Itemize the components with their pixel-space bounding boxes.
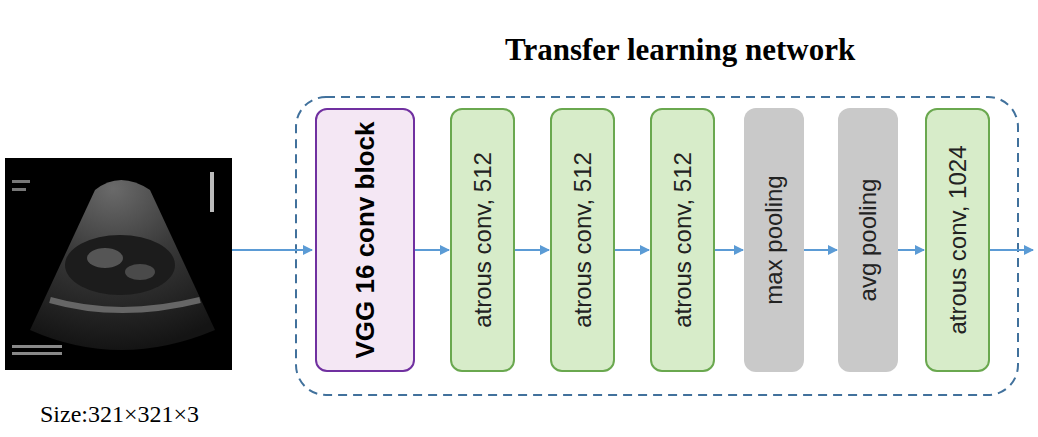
size-label: Size:321×321×3	[40, 401, 199, 428]
flow-arrow	[615, 249, 649, 251]
atrous-conv-layer: atrous conv, 512	[450, 108, 515, 372]
ultrasound-image	[5, 158, 232, 370]
pooling-layer: max pooling	[744, 108, 804, 372]
layer-label: max pooling	[760, 175, 788, 304]
backbone-block: VGG 16 conv block	[315, 108, 415, 372]
flow-arrow	[515, 249, 549, 251]
flow-arrow	[898, 249, 924, 251]
diagram-title: Transfer learning network	[505, 32, 855, 68]
layer-label: VGG 16 conv block	[350, 122, 381, 359]
layer-label: atrous conv, 1024	[944, 145, 972, 334]
pooling-layer: avg pooling	[838, 108, 898, 372]
layer-label: atrous conv, 512	[669, 152, 697, 328]
flow-arrow	[415, 249, 449, 251]
layer-label: avg pooling	[854, 179, 882, 302]
layer-label: atrous conv, 512	[469, 152, 497, 328]
flow-arrow	[715, 249, 743, 251]
layer-label: atrous conv, 512	[569, 152, 597, 328]
input-arrow	[232, 249, 312, 251]
flow-arrow	[804, 249, 837, 251]
atrous-conv-layer: atrous conv, 512	[650, 108, 715, 372]
dashed-container	[296, 97, 1018, 395]
output-arrow	[990, 249, 1033, 251]
atrous-conv-layer: atrous conv, 512	[550, 108, 615, 372]
atrous-conv-layer: atrous conv, 1024	[925, 108, 990, 372]
